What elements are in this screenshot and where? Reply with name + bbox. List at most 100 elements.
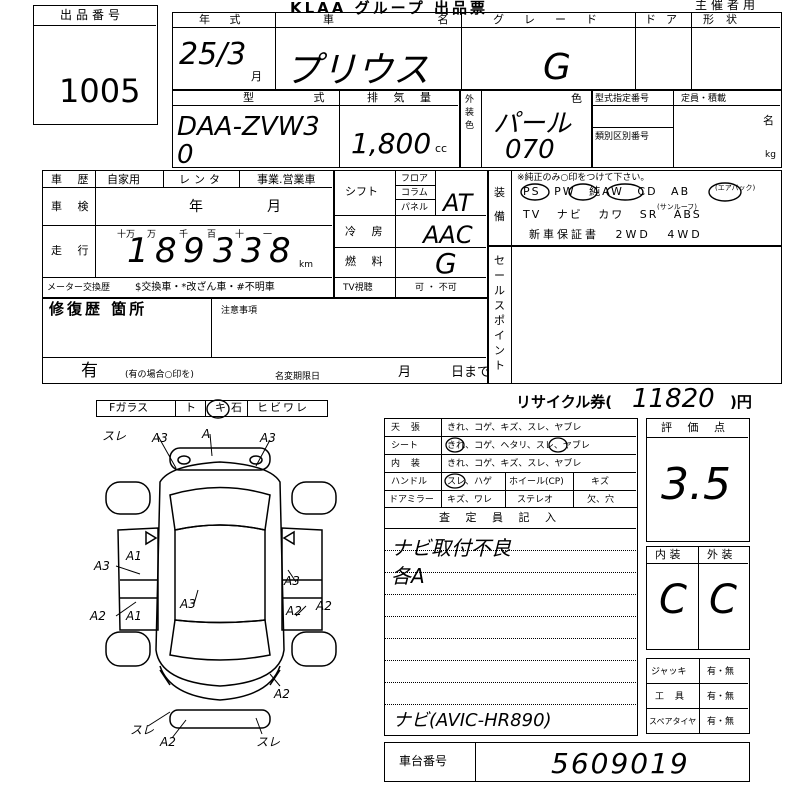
repair-label: 修復歴 箇所 bbox=[49, 300, 148, 318]
inspector-box: 査 定 員 記 入 ナビ取付不良 各A ナビ(AVIC-HR890) bbox=[384, 508, 638, 736]
glass-circle bbox=[206, 399, 230, 419]
inspector-note-1: ナビ取付不良 bbox=[391, 536, 511, 560]
tv-label: TV視聴 bbox=[343, 283, 373, 293]
sr-note: (サンルーフ) bbox=[657, 203, 698, 211]
tool-value-1: 有・無 bbox=[707, 692, 735, 702]
deadline-day-unit: 日まで bbox=[451, 365, 491, 380]
condition-box: 天 張 きれ、コゲ、キズ、スレ、ヤブレ シート きれ、コゲ、ヘタリ、スレ、ヤブレ… bbox=[384, 418, 638, 508]
damage-mark-3: A3 bbox=[93, 559, 110, 573]
chassis-box: 車台番号 5609019 bbox=[384, 742, 750, 782]
glass-option-0: ト bbox=[185, 401, 196, 414]
repair-value: 有 bbox=[81, 361, 98, 381]
tool-value-0: 有・無 bbox=[707, 667, 735, 677]
condition-extra-opt-3: キズ bbox=[591, 477, 610, 487]
car-diagram: A3 A A3 A3 A1 A2 A1 A3 A3 A2 A2 A2 スレ A2… bbox=[89, 427, 337, 749]
condition-circles bbox=[444, 437, 568, 489]
equipment-box: 装備 ※純正のみ○印をつけて下さい。 (エアバック) PS PW 純AW CD … bbox=[488, 170, 782, 246]
glass-option-2: 石 bbox=[231, 401, 242, 414]
inspector-note-2: 各A bbox=[391, 564, 425, 588]
digit-unit-3: 百 bbox=[207, 230, 217, 240]
digit-unit-2: 千 bbox=[179, 230, 189, 240]
model-label: 車 名 bbox=[323, 13, 499, 26]
digit-unit-1: 万 bbox=[147, 230, 157, 240]
recycle-value: 11820 bbox=[632, 384, 715, 414]
inspector-label: 査 定 員 記 入 bbox=[439, 511, 562, 524]
damage-mark-15: スレ bbox=[102, 429, 126, 443]
condition-options-4: キズ、ワレ bbox=[447, 495, 493, 505]
condition-extra-3: ホイール(CP) bbox=[509, 477, 564, 487]
color-box: 外装色 色 パール 070 bbox=[460, 90, 592, 168]
condition-options-2: きれ、コゲ、キズ、スレ、ヤブレ bbox=[447, 459, 582, 469]
glass-option-3: ヒビワレ bbox=[257, 401, 309, 414]
damage-mark-13: A2 bbox=[159, 735, 176, 749]
damage-mark-4: A1 bbox=[125, 549, 142, 563]
kg-unit: kg bbox=[765, 150, 776, 160]
recycle-label: リサイクル券( bbox=[516, 393, 613, 411]
damage-mark-5: A2 bbox=[89, 609, 106, 623]
color-value: パール bbox=[493, 109, 572, 139]
inspection-label: 車 検 bbox=[51, 200, 95, 213]
model-code-box: 型 式 排 気 量 DAA-ZVW30 1,800 cc bbox=[172, 90, 460, 170]
grade-value: G bbox=[543, 47, 571, 88]
condition-label-2: 内 装 bbox=[391, 459, 424, 469]
damage-mark-6: A1 bbox=[125, 609, 142, 623]
glass-option-1: キ bbox=[215, 401, 226, 414]
tool-label-2: スペアタイヤ bbox=[649, 717, 697, 726]
deadline-month-unit: 月 bbox=[398, 365, 412, 380]
equipment-note: ※純正のみ○印をつけて下さい。 bbox=[517, 173, 650, 183]
condition-extra-4: ステレオ bbox=[517, 495, 554, 505]
history-option-0: 自家用 bbox=[107, 173, 140, 186]
digit-unit-5: 一 bbox=[263, 230, 273, 240]
exterior-label-grade: 外 装 bbox=[707, 548, 733, 561]
sale-points-box: セールスポイント bbox=[488, 246, 512, 384]
model-code-value: DAA-ZVW30 bbox=[177, 112, 320, 170]
capacity-label: 定員・積載 bbox=[681, 94, 727, 104]
equipment-label: 装備 bbox=[494, 186, 505, 223]
condition-options-1: きれ、コゲ、ヘタリ、スレ、ヤブレ bbox=[447, 441, 590, 451]
displacement-value: 1,800 bbox=[351, 127, 432, 160]
recycle-unit: )円 bbox=[730, 393, 752, 411]
meter-label: メーター交換歴 bbox=[47, 283, 111, 293]
km-unit: km bbox=[299, 260, 313, 270]
interior-value: C bbox=[659, 577, 687, 623]
color-no-value: 070 bbox=[505, 135, 555, 165]
chassis-label: 車台番号 bbox=[399, 754, 448, 768]
condition-label-1: シート bbox=[391, 441, 419, 451]
shift-option-0: フロア bbox=[401, 174, 429, 184]
mileage-digit-5: 8 bbox=[269, 231, 291, 271]
sale-points-area bbox=[512, 246, 782, 384]
form-label: 形状 bbox=[703, 13, 749, 26]
mileage-digit-0: 1 bbox=[127, 231, 149, 271]
fuel-label: 燃 料 bbox=[345, 255, 389, 268]
condition-label-3: ハンドル bbox=[391, 477, 428, 487]
door-label: ドア bbox=[645, 13, 687, 26]
equipment-row-2: TV ナビ カワ SR ABS bbox=[523, 208, 702, 221]
glass-label: Fガラス bbox=[109, 401, 149, 414]
type-box: 型式指定番号 類別区別番号 定員・積載 名 kg bbox=[592, 90, 782, 168]
top-row-box: 年 式 車 名 グレード ドア 形状 25/3 月 プリウス G bbox=[172, 12, 782, 91]
displacement-label: 排 気 量 bbox=[367, 91, 437, 104]
deadline-label: 名変期限日 bbox=[275, 372, 321, 382]
damage-mark-12: スレ bbox=[130, 723, 154, 737]
condition-label-4: ドアミラー bbox=[389, 495, 434, 505]
interior-label: 内 装 bbox=[655, 548, 681, 561]
score-label: 評 価 点 bbox=[661, 421, 731, 434]
nav-model: ナビ(AVIC-HR890) bbox=[393, 710, 552, 731]
condition-label-0: 天 張 bbox=[391, 423, 424, 433]
grade-label: グレード bbox=[493, 13, 617, 26]
damage-mark-11: A2 bbox=[273, 687, 290, 701]
damage-mark-7: A3 bbox=[179, 597, 196, 611]
type-label: 型式指定番号 bbox=[595, 94, 650, 104]
history-label: 車 歴 bbox=[51, 173, 95, 186]
damage-mark-1: A bbox=[201, 427, 210, 441]
organizer-label: 主催者用 bbox=[695, 0, 760, 12]
damage-mark-8: A3 bbox=[283, 574, 300, 588]
digit-unit-4: 十 bbox=[235, 230, 245, 240]
damage-mark-2: A3 bbox=[259, 431, 276, 445]
repair-note: (有の場合○印を) bbox=[125, 370, 194, 380]
model-value: プリウス bbox=[285, 50, 430, 91]
tool-label-0: ジャッキ bbox=[651, 667, 687, 677]
notes-label: 注意事項 bbox=[221, 306, 258, 316]
tool-value-2: 有・無 bbox=[707, 717, 735, 727]
mileage-digit-4: 3 bbox=[241, 231, 263, 271]
